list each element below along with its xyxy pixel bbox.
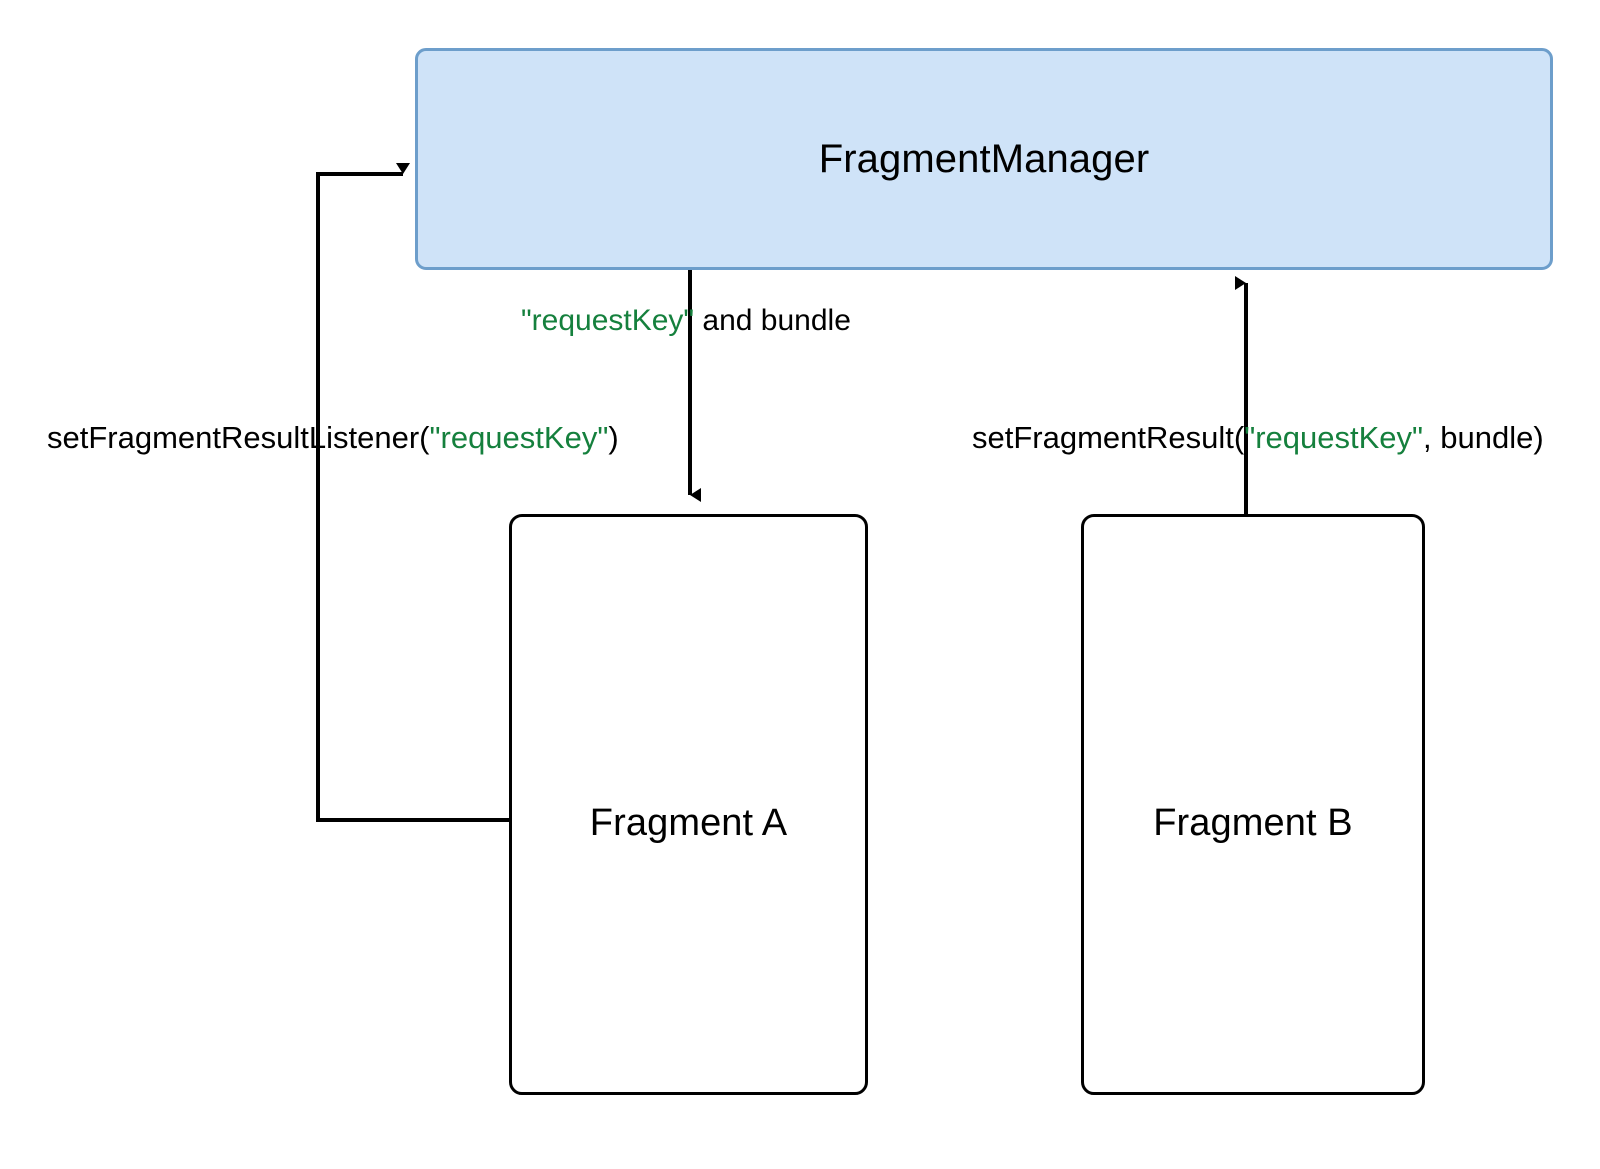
edge-fragment-a-to-manager-line <box>316 163 509 822</box>
node-fragment-b-inner: Fragment B <box>1084 802 1422 845</box>
node-fragment-manager-label: FragmentManager <box>818 137 1150 181</box>
edge-label-set-result-suffix: , bundle) <box>1423 420 1544 455</box>
edge-label-listener-suffix: ) <box>608 420 619 455</box>
node-fragment-a-label: Fragment A <box>589 802 788 844</box>
edge-label-request-key-token: "requestKey" <box>521 304 695 337</box>
node-fragment-a-inner: Fragment A <box>512 802 865 845</box>
node-fragment-b-label: Fragment B <box>1153 802 1353 844</box>
node-fragment-b[interactable]: Fragment B <box>1081 514 1425 1095</box>
edge-label-and-bundle-token: and bundle <box>694 304 851 337</box>
edge-label-fragment-b-to-manager: setFragmentResult("requestKey", bundle) <box>972 420 1544 456</box>
edge-label-listener-prefix: setFragmentResultListener( <box>47 420 430 455</box>
edge-label-fragment-a-to-manager: setFragmentResultListener("requestKey") <box>47 420 619 456</box>
edge-fragment-a-to-manager <box>316 163 509 822</box>
edge-label-listener-key: "requestKey" <box>429 420 609 455</box>
edge-label-set-result-prefix: setFragmentResult( <box>972 420 1245 455</box>
node-fragment-a[interactable]: Fragment A <box>509 514 868 1095</box>
node-fragment-manager[interactable]: FragmentManager <box>415 48 1553 270</box>
edge-label-set-result-key: "requestKey" <box>1244 420 1424 455</box>
edge-label-manager-to-fragment-a: "requestKey" and bundle <box>521 304 851 339</box>
